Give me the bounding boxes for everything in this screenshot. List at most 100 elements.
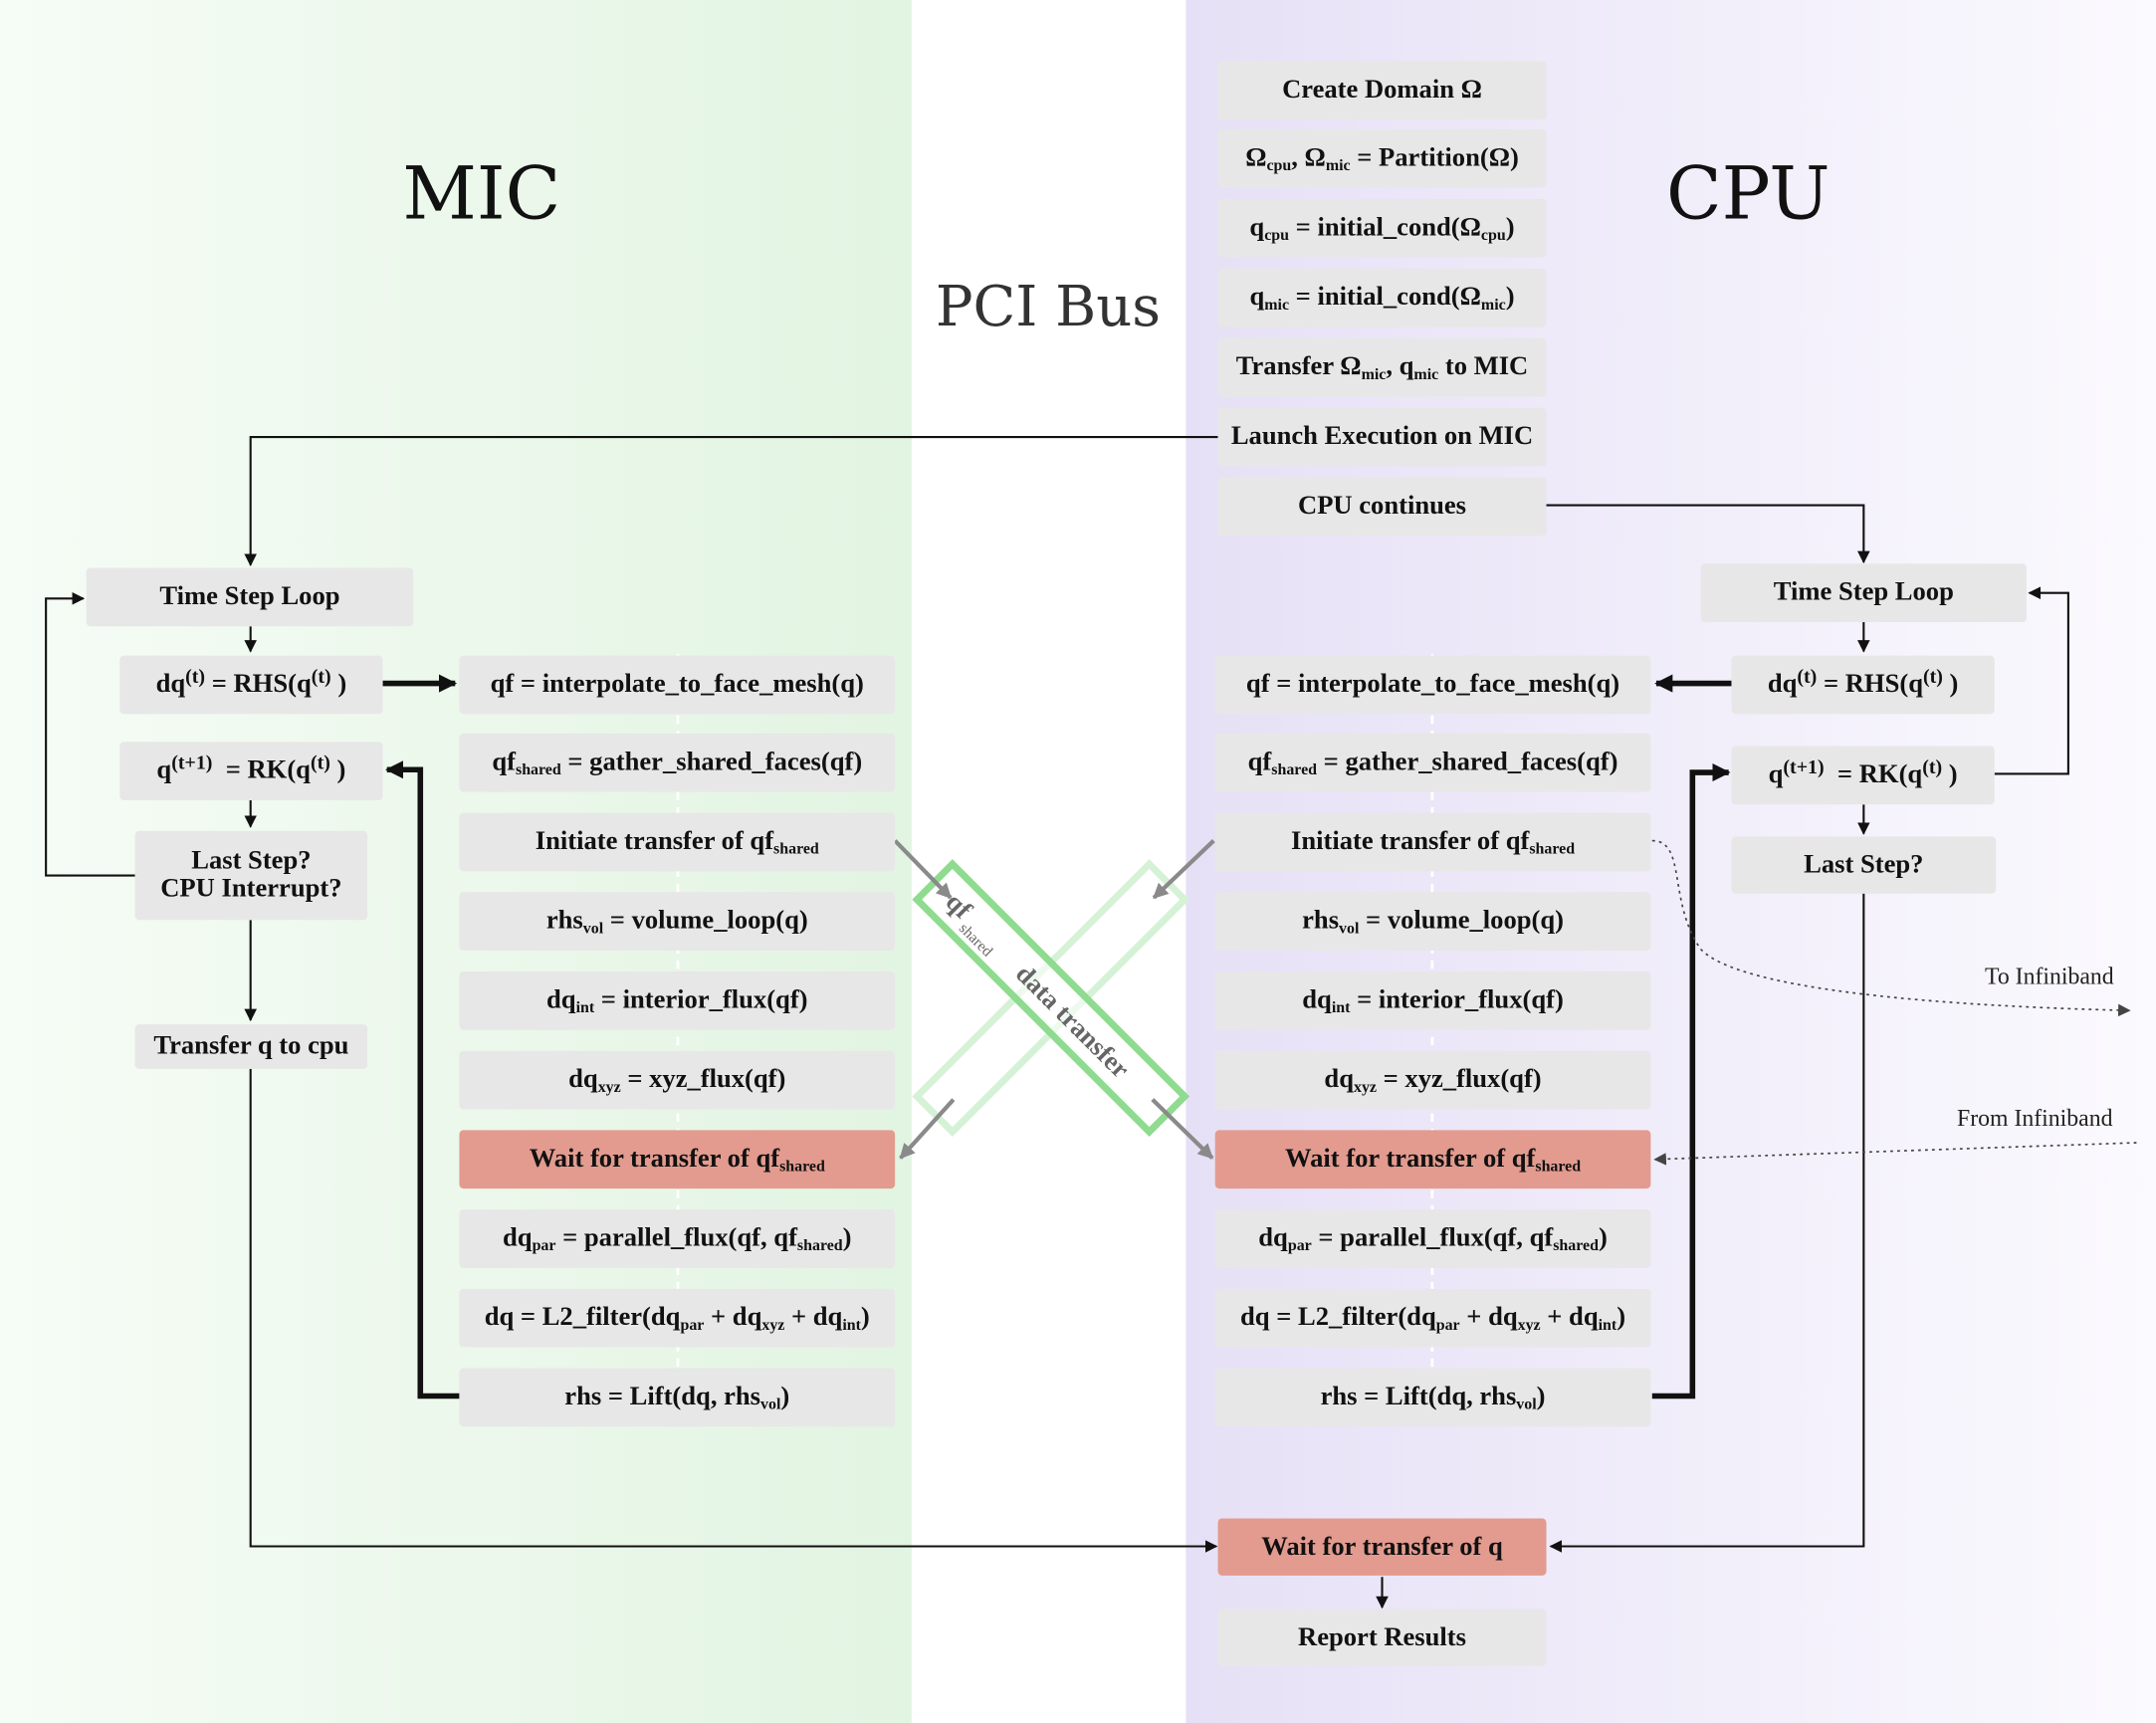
from-infiniband-arrow (1653, 1142, 2137, 1166)
mic-xyz-label: dqxyz = xyz_flux(qf) (568, 1064, 786, 1097)
cpu-continues-box: CPU continues (1217, 477, 1547, 537)
cpu-rhs-box: dq(t) = RHS(q(t) ) (1731, 655, 1995, 715)
cpu-interior-label: dqint = interior_flux(qf) (1302, 985, 1564, 1017)
mic-l2-box: dq = L2_filter(dqpar + dqxyz + dqint) (459, 1288, 896, 1348)
pci-data-transfer: qf shared data transfer (912, 859, 1190, 1137)
mic-xyz-box: dqxyz = xyz_flux(qf) (459, 1050, 896, 1110)
cpu-interior-box: dqint = interior_flux(qf) (1214, 971, 1651, 1030)
mic-receive-arrow (899, 1098, 956, 1160)
cpu-continues-label: CPU continues (1298, 491, 1467, 522)
mic-initiate-label: Initiate transfer of qfshared (535, 826, 819, 858)
continue-arrow (1546, 504, 1870, 564)
cpu-volume-box: rhsvol = volume_loop(q) (1214, 892, 1651, 952)
mic-last-step-box: Last Step?CPU Interrupt? (134, 830, 368, 921)
report-box: Report Results (1217, 1609, 1547, 1666)
transfer-to-mic-box: Transfer Ωmic, qmic to MIC (1217, 337, 1547, 397)
cpu-wait-box: Wait for transfer of qfshared (1214, 1130, 1651, 1189)
cpu-receive-arrow (1151, 1098, 1214, 1160)
partition-box: Ωcpu, Ωmic = Partition(Ω) (1217, 129, 1547, 188)
cpu-time-step-loop-box: Time Step Loop (1700, 563, 2027, 623)
transfer-q-box: Transfer q to cpu (134, 1024, 368, 1069)
mic-lift-return (384, 760, 460, 1400)
launch-label: Launch Execution on MIC (1230, 421, 1534, 452)
launch-box: Launch Execution on MIC (1217, 407, 1547, 467)
cpu-l2-box: dq = L2_filter(dqpar + dqxyz + dqint) (1214, 1288, 1651, 1348)
cpu-time-step-loop-label: Time Step Loop (1773, 577, 1954, 607)
cpu-lift-label: rhs = Lift(dq, rhsvol) (1320, 1382, 1546, 1413)
mic-rk-box: q(t+1) = RK(q(t) ) (119, 742, 383, 801)
mic-interpolate-box: qf = interpolate_to_face_mesh(q) (459, 655, 896, 715)
mic-lift-box: rhs = Lift(dq, rhsvol) (459, 1368, 896, 1427)
mic-gather-box: qfshared = gather_shared_faces(qf) (459, 733, 896, 792)
cpu-wait-label: Wait for transfer of qfshared (1284, 1144, 1582, 1176)
mic-wait-box: Wait for transfer of qfshared (459, 1130, 896, 1189)
mic-interior-box: dqint = interior_flux(qf) (459, 971, 896, 1030)
mic-rhs-box: dq(t) = RHS(q(t) ) (119, 655, 383, 715)
mic-initiate-box: Initiate transfer of qfshared (459, 812, 896, 872)
cpu-rk-box: q(t+1) = RK(q(t) ) (1731, 746, 1995, 805)
mic-rhs-label: dq(t) = RHS(q(t) ) (155, 666, 347, 699)
cpu-lift-box: rhs = Lift(dq, rhsvol) (1214, 1368, 1651, 1427)
partition-label: Ωcpu, Ωmic = Partition(Ω) (1245, 143, 1519, 175)
mic-lift-label: rhs = Lift(dq, rhsvol) (564, 1382, 790, 1413)
transfer-to-mic-label: Transfer Ωmic, qmic to MIC (1235, 351, 1529, 384)
cpu-rhs-label: dq(t) = RHS(q(t) ) (1767, 666, 1959, 699)
initial-cond-mic-label: qmic = initial_cond(Ωmic) (1249, 282, 1515, 315)
transfer-q-label: Transfer q to cpu (153, 1031, 349, 1061)
pci-bus-title: PCI Bus (935, 275, 1161, 340)
mic-rk-label: q(t+1) = RK(q(t) ) (156, 752, 346, 785)
mic-wait-label: Wait for transfer of qfshared (529, 1144, 825, 1176)
from-infiniband-label: From Infiniband (1957, 1105, 2113, 1132)
initial-cond-mic-box: qmic = initial_cond(Ωmic) (1217, 268, 1547, 327)
mic-volume-box: rhsvol = volume_loop(q) (459, 892, 896, 952)
initial-cond-cpu-label: qcpu = initial_cond(Ωcpu) (1249, 212, 1515, 245)
initial-cond-cpu-box: qcpu = initial_cond(Ωcpu) (1217, 198, 1547, 258)
mic-send-arrow (893, 839, 953, 900)
wait-q-label: Wait for transfer of q (1261, 1531, 1503, 1562)
launch-arrow (244, 436, 1218, 566)
cpu-title: CPU (1665, 152, 1831, 237)
cpu-interpolate-label: qf = interpolate_to_face_mesh(q) (1245, 669, 1620, 699)
cpu-xyz-box: dqxyz = xyz_flux(qf) (1214, 1050, 1651, 1110)
report-label: Report Results (1298, 1621, 1466, 1652)
cpu-xyz-label: dqxyz = xyz_flux(qf) (1324, 1064, 1542, 1097)
mic-cpu-interrupt-label: CPU Interrupt? (160, 874, 342, 904)
transfer-q-arrow (249, 1068, 1218, 1553)
mic-parallel-label: dqpar = parallel_flux(qf, qfshared) (503, 1223, 852, 1255)
cpu-rk-label: q(t+1) = RK(q(t) ) (1768, 756, 1958, 789)
mic-l2-label: dq = L2_filter(dqpar + dqxyz + dqint) (484, 1302, 870, 1335)
cpu-repeat-arrow (1994, 586, 2069, 775)
mic-repeat-arrow (45, 591, 135, 877)
wait-q-box: Wait for transfer of q (1217, 1518, 1547, 1576)
cpu-parallel-box: dqpar = parallel_flux(qf, qfshared) (1214, 1209, 1651, 1268)
mic-title: MIC (402, 152, 561, 237)
cpu-l2-label: dq = L2_filter(dqpar + dqxyz + dqint) (1240, 1302, 1626, 1335)
mic-last-step-label: Last Step? (191, 846, 312, 876)
cpu-lift-return (1651, 762, 1731, 1400)
cpu-initiate-label: Initiate transfer of qfshared (1291, 826, 1576, 858)
cpu-gather-label: qfshared = gather_shared_faces(qf) (1247, 747, 1618, 779)
mic-parallel-box: dqpar = parallel_flux(qf, qfshared) (459, 1209, 896, 1268)
create-domain-box: Create Domain Ω (1217, 61, 1547, 120)
mic-gather-label: qfshared = gather_shared_faces(qf) (492, 747, 863, 779)
mic-time-step-loop-box: Time Step Loop (86, 567, 414, 627)
cpu-exit-arrow (1549, 893, 1865, 1553)
cpu-gather-box: qfshared = gather_shared_faces(qf) (1214, 733, 1651, 792)
cpu-last-step-label: Last Step? (1804, 849, 1924, 880)
mic-volume-label: rhsvol = volume_loop(q) (545, 906, 808, 938)
cpu-send-arrow (1152, 839, 1215, 900)
cpu-last-step-box: Last Step? (1731, 836, 1997, 894)
cpu-volume-label: rhsvol = volume_loop(q) (1302, 906, 1564, 938)
to-infiniband-arrow (1651, 839, 2131, 1017)
cpu-initiate-box: Initiate transfer of qfshared (1214, 812, 1651, 872)
cpu-interpolate-box: qf = interpolate_to_face_mesh(q) (1214, 655, 1651, 715)
mic-interior-label: dqint = interior_flux(qf) (546, 985, 808, 1017)
create-domain-label: Create Domain Ω (1282, 75, 1482, 105)
cpu-parallel-label: dqpar = parallel_flux(qf, qfshared) (1258, 1223, 1608, 1255)
pci-transfer-label: data transfer (1010, 959, 1136, 1084)
mic-interpolate-label: qf = interpolate_to_face_mesh(q) (490, 669, 864, 699)
to-infiniband-label: To Infiniband (1984, 963, 2114, 990)
mic-time-step-loop-label: Time Step Loop (159, 581, 340, 611)
